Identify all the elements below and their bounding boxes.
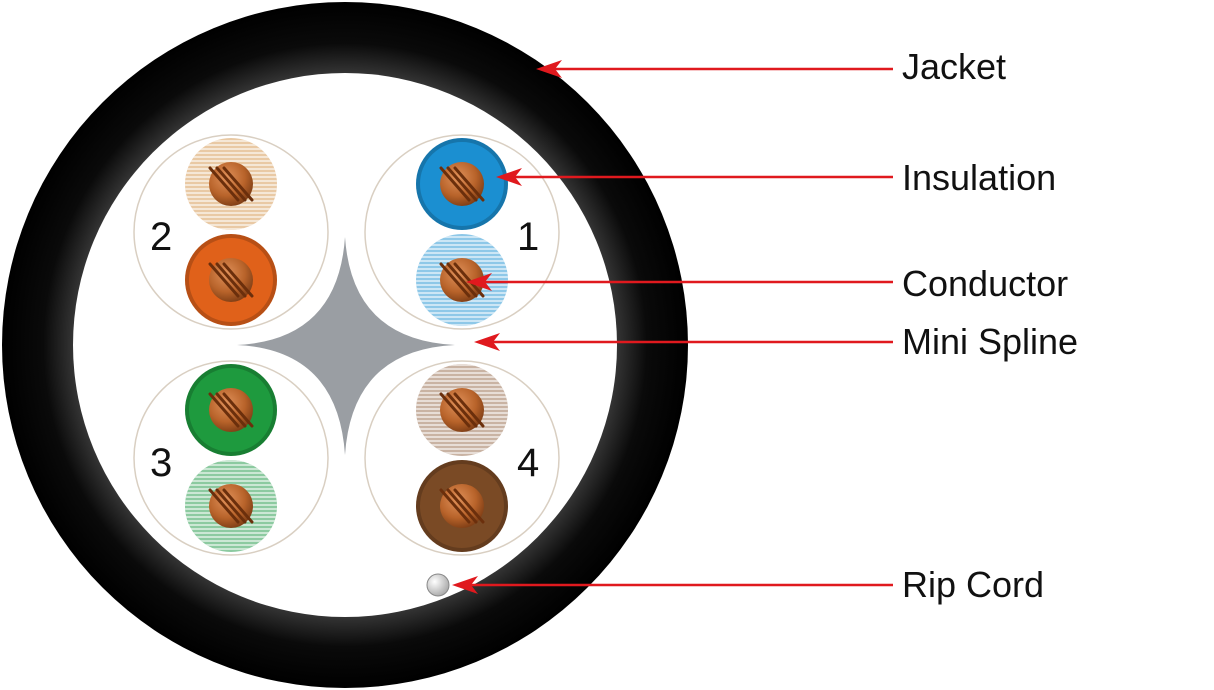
pair-4-solid-wire-conductor-strand <box>439 488 471 524</box>
pair-2-stripe-wire-conductor-strand <box>222 166 254 202</box>
pair-1-stripe-wire-conductor-strand <box>453 262 485 298</box>
rip-cord-arrowhead <box>452 576 478 594</box>
pair-4-solid-wire-shade <box>416 460 508 552</box>
pair-4-outline <box>364 360 560 556</box>
pair-2-stripe-wire-conductor-strand <box>215 166 247 202</box>
pair-2-solid-wire-conductor-strand <box>208 262 240 298</box>
pair-2-solid-wire-shade <box>185 234 277 326</box>
pair-3-solid-wire-conductor-strand <box>215 392 247 428</box>
mini-spline <box>237 237 455 455</box>
conductor-label: Conductor <box>902 263 1068 304</box>
pair-2-solid-wire-conductor-strand <box>215 262 247 298</box>
jacket-label: Jacket <box>902 46 1006 87</box>
pair-4-stripe-wire-conductor-strand <box>446 392 478 428</box>
pair-3-solid-wire-shade <box>185 364 277 456</box>
pair-2-outline <box>133 134 329 330</box>
jacket-arrowhead <box>536 60 562 78</box>
pair-number-3: 3 <box>150 441 172 485</box>
pair-4-solid-wire-conductor-strand <box>453 488 485 524</box>
pair-1-solid-wire-conductor-strand <box>446 166 478 202</box>
pair-4-stripe-wire-conductor-strand <box>453 392 485 428</box>
pair-number-4: 4 <box>517 441 539 485</box>
pair-number-1: 1 <box>517 215 539 259</box>
pair-1-solid-wire-shade <box>416 138 508 230</box>
pair-1-solid-wire-conductor-strand <box>439 166 471 202</box>
pair-3-stripe-wire-conductor-strand <box>208 488 240 524</box>
pair-1-solid-wire-conductor-strand <box>453 166 485 202</box>
conductor-arrowhead <box>466 273 492 291</box>
wires-group <box>185 138 508 552</box>
pair-4-solid-wire-conductor-strand <box>446 488 478 524</box>
pair-number-2: 2 <box>150 215 172 259</box>
insulation-label: Insulation <box>902 157 1056 198</box>
pair-2-solid-wire-conductor-strand <box>222 262 254 298</box>
pair-3-outline <box>133 360 329 556</box>
pair-4-stripe-wire-conductor-strand <box>439 392 471 428</box>
insulation-arrowhead <box>496 168 522 186</box>
pair-2-stripe-wire-conductor-strand <box>208 166 240 202</box>
mini-spline-label: Mini Spline <box>902 321 1078 362</box>
pair-3-solid-wire-conductor-strand <box>208 392 240 428</box>
rip-cord <box>426 573 450 597</box>
mini-spline-arrowhead <box>474 333 500 351</box>
callout-arrows <box>456 67 893 587</box>
callout-arrowheads <box>452 60 562 594</box>
pair-3-solid-wire-conductor-strand <box>222 392 254 428</box>
pair-1-outline <box>364 134 560 330</box>
pair-3-stripe-wire-conductor-strand <box>215 488 247 524</box>
rip-cord-label: Rip Cord <box>902 564 1044 605</box>
pair-1-stripe-wire-conductor-strand <box>439 262 471 298</box>
pair-1-stripe-wire-conductor-strand <box>446 262 478 298</box>
pair-3-stripe-wire-conductor-strand <box>222 488 254 524</box>
